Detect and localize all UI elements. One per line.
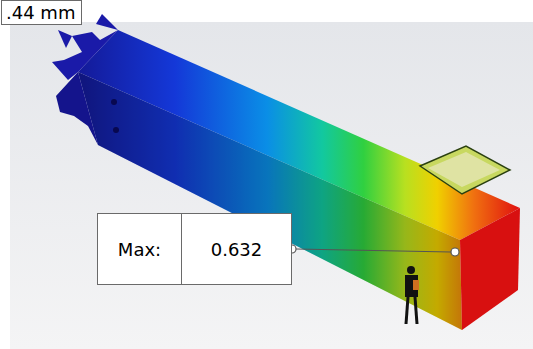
side-shade [78, 72, 462, 330]
max-callout: Max:0.632 [97, 213, 292, 285]
leader-line [296, 249, 451, 252]
fork-prong [52, 30, 118, 80]
scale-figure [405, 266, 419, 324]
max-caption: Max: [98, 214, 181, 284]
fork-tip [58, 30, 72, 48]
fork-tip [96, 14, 118, 30]
viewport-ground [10, 22, 533, 349]
pin-hole [111, 99, 117, 105]
scale-readout: .44 mm [2, 1, 81, 24]
fork-prong [56, 72, 98, 145]
beam-end-face [460, 208, 520, 330]
opening-inner [428, 152, 500, 187]
probe-point [451, 248, 459, 256]
pin-hole [113, 127, 119, 133]
top-opening [420, 146, 510, 194]
max-value: 0.632 [181, 214, 291, 284]
beam-side-face [78, 72, 462, 330]
readout-box: .44 mm [1, 0, 82, 25]
